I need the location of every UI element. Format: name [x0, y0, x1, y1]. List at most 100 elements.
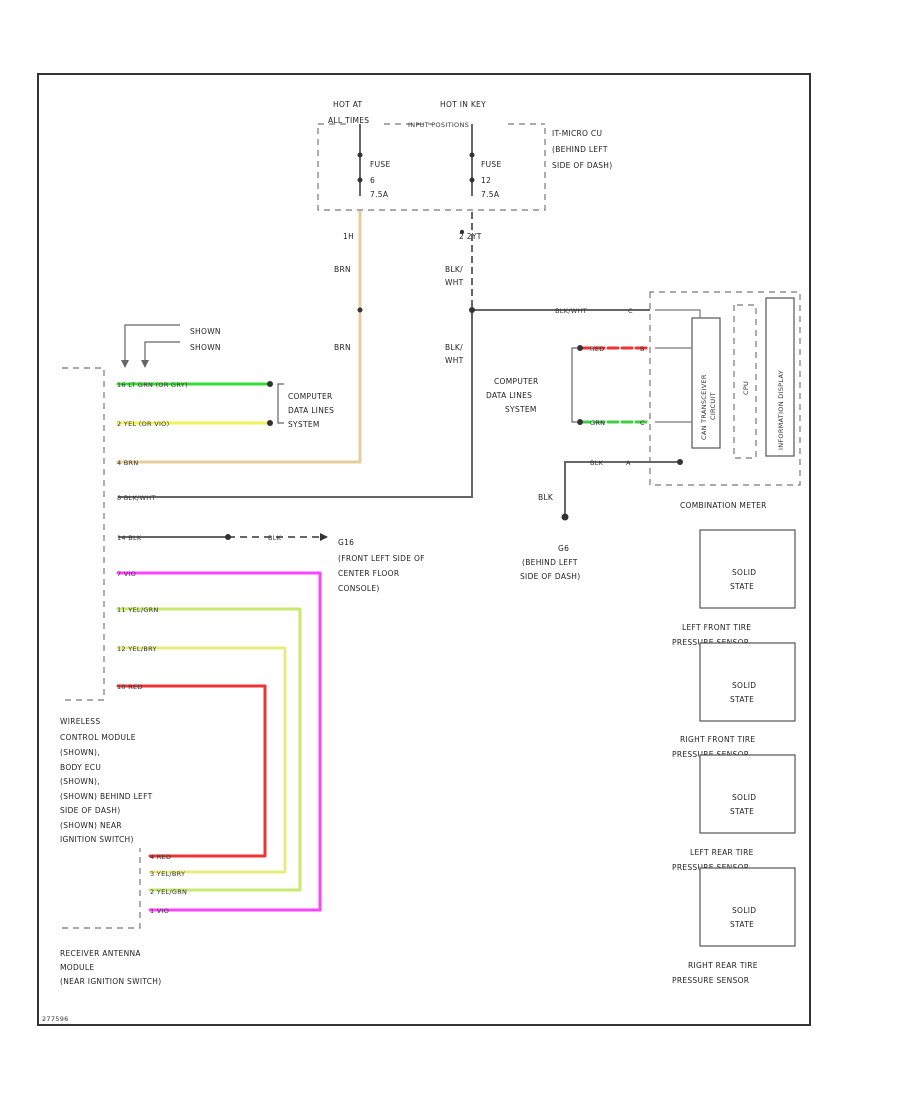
- computer-data-2-line2: DATA LINES: [486, 391, 532, 400]
- module-pin-10: 10 RED: [117, 683, 143, 691]
- svg-text:SOLID: SOLID: [732, 681, 756, 690]
- fuse-6-amperage: 7.5A: [370, 190, 389, 199]
- receiver-pin-4: 4 RED: [150, 853, 171, 861]
- svg-text:STATE: STATE: [730, 920, 754, 929]
- receiver-pin-2: 2 YEL/GRN: [150, 888, 187, 896]
- computer-data-1-line1: COMPUTER: [288, 392, 333, 401]
- wireless-control-module-label: WIRELESS CONTROL MODULE (SHOWN), BODY EC…: [60, 717, 153, 844]
- svg-text:STATE: STATE: [730, 807, 754, 816]
- fuse-box-location-2: (BEHIND LEFT: [552, 145, 608, 154]
- fuse-12-name: FUSE: [481, 160, 502, 169]
- svg-text:STATE: STATE: [730, 695, 754, 704]
- sensor-left-rear: SOLID STATE LEFT REAR TIRE PRESSURE SENS…: [672, 754, 796, 872]
- connector-label-1: SHOWN: [190, 327, 221, 336]
- svg-text:(SHOWN),: (SHOWN),: [60, 777, 100, 786]
- svg-text:(SHOWN),: (SHOWN),: [60, 748, 100, 757]
- receiver-pins: 4 RED 3 YEL/BRY 2 YEL/GRN 1 VIO: [150, 853, 187, 915]
- meter-grn-pin: C: [640, 419, 645, 427]
- computer-data-lines-2: COMPUTER DATA LINES SYSTEM: [486, 347, 578, 423]
- fuse-box-location-3: SIDE OF DASH): [552, 161, 612, 170]
- fuse-box-left-title-2: ALL TIMES: [328, 116, 369, 125]
- wire-blk-wht-upper-2: WHT: [445, 278, 464, 287]
- fuse-12-amperage: 7.5A: [481, 190, 500, 199]
- computer-data-lines-1: COMPUTER DATA LINES SYSTEM: [277, 383, 334, 429]
- wire-blk-wht: BLK/ WHT BLK/ WHT BLK/WHT C: [118, 212, 650, 498]
- receiver-antenna-module-label: RECEIVER ANTENNA MODULE (NEAR IGNITION S…: [60, 949, 161, 986]
- meter-cpu: CPU: [742, 381, 750, 395]
- module-pin-12: 12 YEL/BRY: [117, 645, 157, 653]
- svg-text:RECEIVER ANTENNA: RECEIVER ANTENNA: [60, 949, 141, 958]
- receiver-module-boundary: [62, 848, 141, 929]
- wire-meter-feed-label: BLK/WHT: [555, 307, 587, 315]
- receiver-pin-3: 3 YEL/BRY: [150, 870, 185, 878]
- module-pin-2: 2 YEL (OR VIO): [117, 420, 169, 428]
- ground-g16-line2: CENTER FLOOR: [338, 569, 399, 578]
- module-pin-11: 11 YEL/GRN: [117, 606, 159, 614]
- meter-label: COMBINATION METER: [680, 501, 767, 510]
- fuse-box-right-title-1: HOT IN KEY: [440, 100, 486, 109]
- module-pin-16: 16 LT GRN (OR GRY): [117, 381, 188, 389]
- ground-g6-name: G6: [558, 544, 569, 553]
- ground-g16: G16 (FRONT LEFT SIDE OF CENTER FLOOR CON…: [338, 538, 425, 593]
- footer-code: 277596: [42, 1015, 69, 1023]
- connector-callout: SHOWN SHOWN: [121, 324, 221, 368]
- meter-gnd-pin: A: [626, 459, 631, 467]
- svg-text:SOLID: SOLID: [732, 906, 756, 915]
- svg-text:SIDE OF DASH): SIDE OF DASH): [60, 806, 120, 815]
- meter-grn-label: GRN: [590, 419, 605, 427]
- fuse-6-name: FUSE: [370, 160, 391, 169]
- sensor-right-front: SOLID STATE RIGHT FRONT TIRE PRESSURE SE…: [672, 642, 796, 759]
- wire-blk-wht-lower-2: WHT: [445, 356, 464, 365]
- meter-side-wires: RED B GRN C BLK A BLK: [538, 345, 683, 521]
- wire-blk-wht-lower-1: BLK/: [445, 343, 463, 352]
- fuse-box-right-title-2: INPUT POSITIONS: [408, 121, 469, 129]
- sensor-right-rear: SOLID STATE RIGHT REAR TIRE PRESSURE SEN…: [672, 867, 796, 985]
- wire-brn-label-upper: BRN: [334, 265, 351, 274]
- connector-label-2: SHOWN: [190, 343, 221, 352]
- svg-text:MODULE: MODULE: [60, 963, 94, 972]
- computer-data-2-line1: COMPUTER: [494, 377, 539, 386]
- svg-text:SOLID: SOLID: [732, 568, 756, 577]
- svg-text:CONTROL MODULE: CONTROL MODULE: [60, 733, 136, 742]
- receiver-pin-1: 1 VIO: [150, 907, 169, 915]
- ground-g16-name: G16: [338, 538, 354, 547]
- fuse-box-location-1: IT-MICRO CU: [552, 129, 602, 138]
- svg-text:(NEAR IGNITION SWITCH): (NEAR IGNITION SWITCH): [60, 977, 161, 986]
- computer-data-1-line3: SYSTEM: [288, 420, 320, 429]
- module-pin-8: 8 BLK/WHT: [117, 494, 156, 502]
- module-pin-7: 7 VIO: [117, 570, 136, 578]
- fuse-right-pin: 2 2YT: [459, 232, 482, 241]
- svg-text:WIRELESS: WIRELESS: [60, 717, 100, 726]
- svg-text:(SHOWN) NEAR: (SHOWN) NEAR: [60, 821, 122, 830]
- module-pin-14: 14 BLK: [117, 534, 142, 542]
- svg-text:SOLID: SOLID: [732, 793, 756, 802]
- svg-text:(SHOWN) BEHIND LEFT: (SHOWN) BEHIND LEFT: [60, 792, 153, 801]
- ground-g6-line2: SIDE OF DASH): [520, 572, 580, 581]
- ground-g16-wire-label: BLK: [268, 534, 282, 542]
- ground-g6: G6 (BEHIND LEFT SIDE OF DASH): [520, 544, 580, 581]
- fuse-left-pin: 1H: [343, 232, 354, 241]
- wire-brn-label-lower: BRN: [334, 343, 351, 352]
- wireless-module-boundary: [62, 367, 105, 701]
- fuse-12-number: 12: [481, 176, 491, 185]
- svg-text:BODY ECU: BODY ECU: [60, 763, 101, 772]
- ground-g6-line1: (BEHIND LEFT: [522, 558, 578, 567]
- computer-data-1-line2: DATA LINES: [288, 406, 334, 415]
- module-pin-4: 4 BRN: [117, 459, 139, 467]
- sensor-right-front-label-1: RIGHT FRONT TIRE: [680, 735, 755, 744]
- meter-red-label: RED: [590, 345, 605, 353]
- sensor-right-rear-label-2: PRESSURE SENSOR: [672, 976, 749, 985]
- diagram-frame: [37, 73, 811, 1026]
- sensor-left-front: SOLID STATE LEFT FRONT TIRE PRESSURE SEN…: [672, 529, 796, 647]
- meter-information-display: INFORMATION DISPLAY: [777, 370, 785, 450]
- ground-g16-line1: (FRONT LEFT SIDE OF: [338, 554, 425, 563]
- sensor-left-rear-label-1: LEFT REAR TIRE: [690, 848, 754, 857]
- meter-can-transceiver: CAN TRANSCEIVER: [700, 374, 708, 440]
- ground-g16-line3: CONSOLE): [338, 584, 380, 593]
- sensor-left-front-label-1: LEFT FRONT TIRE: [682, 623, 751, 632]
- sensor-right-rear-label-1: RIGHT REAR TIRE: [688, 961, 758, 970]
- ground-wire-blk-label: BLK: [538, 493, 554, 502]
- meter-gnd-label: BLK: [590, 459, 604, 467]
- fuse-6-number: 6: [370, 176, 375, 185]
- meter-red-pin: B: [640, 345, 645, 353]
